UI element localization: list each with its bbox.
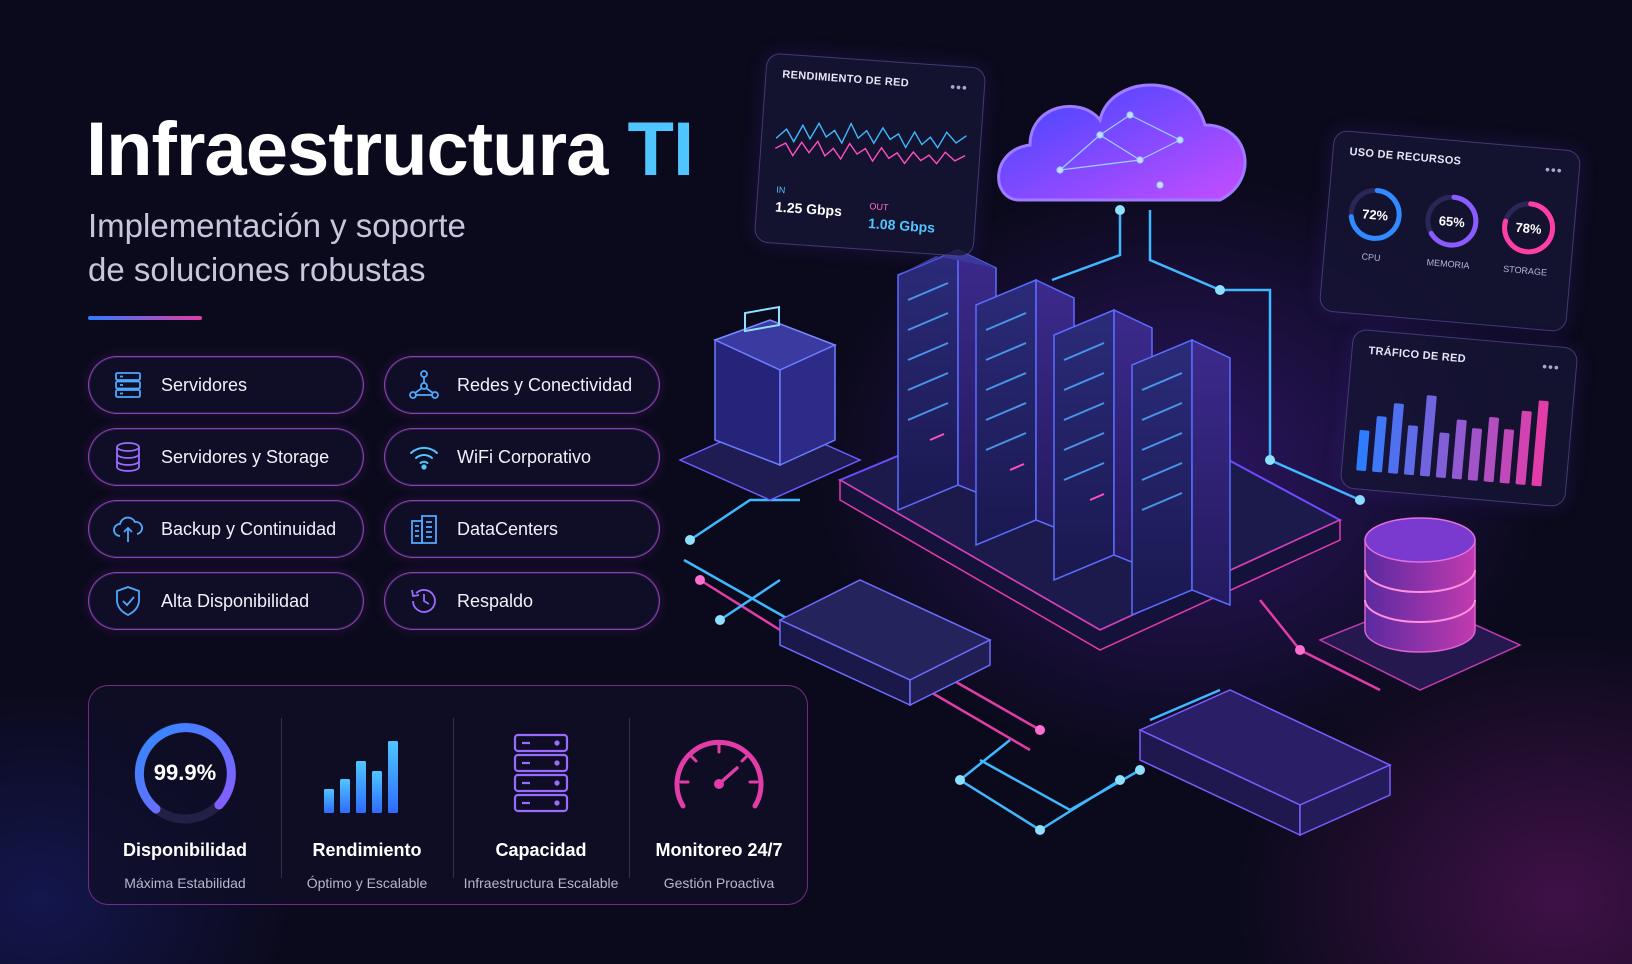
- network-line-chart: [774, 121, 967, 165]
- server-rack-icon: [111, 368, 145, 402]
- stat-desc: Óptimo y Escalable: [306, 875, 428, 891]
- network-switch: [778, 579, 992, 707]
- service-label: Servidores: [161, 374, 248, 395]
- service-servidores[interactable]: Servidores: [88, 356, 364, 414]
- traffic-bar: [1435, 432, 1450, 478]
- stat-desc: Gestión Proactiva: [663, 875, 775, 891]
- stat-name: Monitoreo 24/7: [655, 840, 783, 860]
- stat-capacidad: Capacidad Infraestructura Escalable: [453, 686, 629, 906]
- stat-divider: [629, 718, 630, 878]
- more-icon[interactable]: •••: [1541, 358, 1561, 376]
- speedometer-icon: [669, 714, 769, 832]
- network-nodes-icon: [407, 368, 441, 402]
- title-accent: TI: [627, 107, 695, 192]
- bar-chart-icon: [322, 714, 412, 832]
- stat-disponibilidad: 99.9% Disponibilidad Máxima Estabilidad: [89, 686, 281, 906]
- title-main: Infraestructura: [86, 107, 608, 192]
- resource-value: 78%: [1515, 220, 1543, 237]
- service-label: Respaldo: [457, 590, 534, 611]
- service-label: Redes y Conectividad: [457, 374, 633, 395]
- history-icon: [407, 584, 441, 618]
- service-redes[interactable]: Redes y Conectividad: [384, 356, 660, 414]
- title-divider: [88, 316, 202, 320]
- service-respaldo[interactable]: Respaldo: [384, 572, 660, 630]
- page-subtitle: Implementación y soporte de soluciones r…: [88, 204, 608, 292]
- panel-title: TRÁFICO DE RED: [1367, 344, 1467, 366]
- network-switch: [1138, 689, 1392, 837]
- traffic-bar: [1372, 416, 1387, 473]
- resource-label: CPU: [1361, 251, 1381, 264]
- database-cylinder: [1318, 517, 1522, 691]
- out-label: OUT: [869, 201, 889, 213]
- panel-title: RENDIMIENTO DE RED: [781, 68, 910, 90]
- out-value: 1.08 Gbps: [867, 215, 936, 236]
- resource-value: 72%: [1361, 206, 1389, 223]
- service-label: Alta Disponibilidad: [161, 590, 310, 611]
- network-performance-panel: RENDIMIENTO DE RED ••• IN 1.25 Gbps OUT …: [753, 52, 987, 258]
- traffic-bar: [1531, 400, 1549, 487]
- resource-ring-cpu: 72% CPU: [1332, 181, 1412, 307]
- wifi-icon: [407, 440, 441, 474]
- stat-rendimiento: Rendimiento Óptimo y Escalable: [281, 686, 453, 906]
- server-racks: [897, 248, 1231, 617]
- cloud-upload-icon: [111, 512, 145, 546]
- service-storage[interactable]: Servidores y Storage: [88, 428, 364, 486]
- traffic-bar: [1483, 416, 1500, 483]
- resource-ring-fill: [1502, 201, 1556, 255]
- traffic-bar: [1419, 395, 1437, 477]
- service-backup[interactable]: Backup y Continuidad: [88, 500, 364, 558]
- panel-title: USO DE RECURSOS: [1348, 145, 1462, 168]
- traffic-bar: [1356, 430, 1370, 471]
- network-traffic-panel: TRÁFICO DE RED •••: [1339, 328, 1579, 508]
- in-value: 1.25 Gbps: [774, 198, 843, 220]
- traffic-bar: [1467, 428, 1483, 481]
- service-label: Servidores y Storage: [161, 446, 330, 467]
- traffic-bar: [1388, 403, 1404, 474]
- more-icon[interactable]: •••: [949, 78, 969, 96]
- service-label: DataCenters: [457, 518, 559, 539]
- resource-label: MEMORIA: [1426, 257, 1470, 271]
- resource-value: 65%: [1438, 213, 1466, 230]
- resource-label: STORAGE: [1502, 263, 1548, 278]
- stat-desc: Infraestructura Escalable: [463, 875, 619, 891]
- traffic-bar: [1515, 410, 1532, 485]
- resource-usage-panel: USO DE RECURSOS ••• 72% CPU 65% MEMORIA 78% S…: [1318, 129, 1582, 333]
- traffic-bar: [1451, 419, 1467, 480]
- database-icon: [111, 440, 145, 474]
- shield-check-icon: [111, 584, 145, 618]
- traffic-bar: [1403, 425, 1419, 476]
- traffic-bar: [1499, 429, 1515, 484]
- stat-name: Rendimiento: [312, 840, 422, 860]
- page-title: Infraestructura TI: [86, 112, 694, 188]
- resource-ring-memoria: 65% MEMORIA: [1409, 188, 1489, 314]
- stats-panel: 99.9% Disponibilidad Máxima Estabilidad …: [88, 685, 808, 905]
- service-alta-disponibilidad[interactable]: Alta Disponibilidad: [88, 572, 364, 630]
- service-wifi[interactable]: WiFi Corporativo: [384, 428, 660, 486]
- stat-monitoreo: Monitoreo 24/7 Gestión Proactiva: [629, 686, 809, 906]
- stat-name: Disponibilidad: [123, 840, 247, 860]
- service-label: WiFi Corporativo: [457, 446, 592, 467]
- stat-desc: Máxima Estabilidad: [124, 875, 246, 891]
- traffic-bar-chart: [1356, 395, 1549, 487]
- stat-name: Capacidad: [495, 840, 587, 860]
- building-icon: [407, 512, 441, 546]
- server-stack-icon: [511, 714, 571, 832]
- stat-value: 99.9%: [153, 760, 217, 785]
- resource-ring-storage: 78% STORAGE: [1486, 195, 1566, 321]
- stat-divider: [453, 718, 454, 878]
- subtitle-line-2: de soluciones robustas: [88, 251, 426, 288]
- in-label: IN: [776, 184, 786, 196]
- server-stack-small: [678, 305, 862, 501]
- service-datacenters[interactable]: DataCenters: [384, 500, 660, 558]
- more-icon[interactable]: •••: [1544, 161, 1564, 179]
- resource-ring-fill: [1348, 187, 1402, 241]
- infrastructure-illustration: [678, 83, 1522, 837]
- stat-divider: [281, 718, 282, 878]
- service-label: Backup y Continuidad: [161, 518, 337, 539]
- subtitle-line-1: Implementación y soporte: [88, 207, 466, 244]
- resource-ring-fill: [1425, 194, 1479, 248]
- cloud-icon: [997, 83, 1247, 202]
- gauge-ring-icon: 99.9%: [125, 714, 245, 832]
